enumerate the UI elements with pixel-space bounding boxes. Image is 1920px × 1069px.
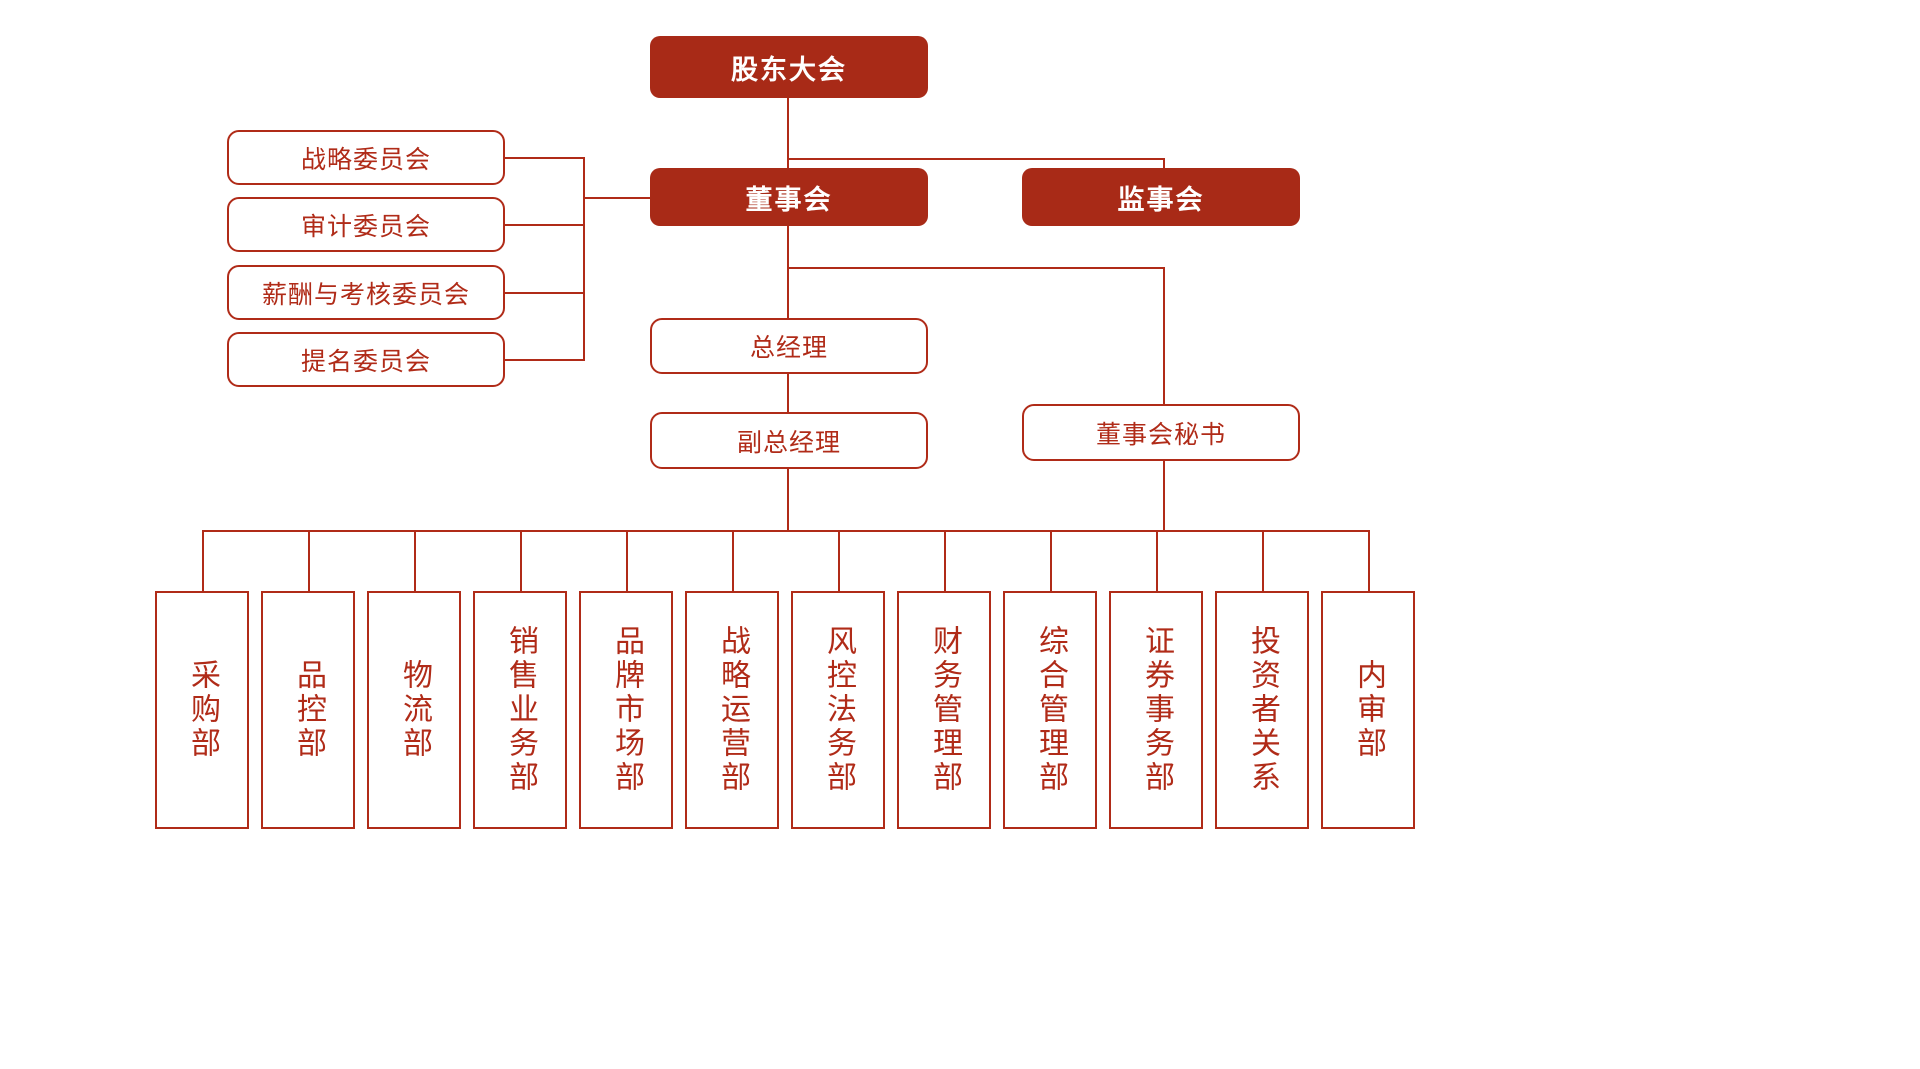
department-label-7: 风控法务部 <box>822 625 855 795</box>
department-label-5: 品牌市场部 <box>610 625 643 795</box>
department-label-6: 战略运营部 <box>716 625 749 795</box>
edge-department-drop-9 <box>1050 530 1052 592</box>
edge-department-drop-8 <box>944 530 946 592</box>
edge-shareholders-split <box>787 158 1165 160</box>
department-box-4[interactable]: 销售业务部 <box>473 591 567 829</box>
department-label-2: 品控部 <box>292 659 325 761</box>
node-supervisors-label: 监事会 <box>1117 184 1205 215</box>
edge-board-down <box>787 226 789 318</box>
edge-board-to-secretary <box>787 267 1165 269</box>
node-deputy-general-manager-label: 副总经理 <box>736 428 841 457</box>
node-board-secretary-label: 董事会秘书 <box>1095 420 1226 449</box>
edge-gm-to-dgm <box>787 374 789 412</box>
edge-committee-stub-3 <box>504 292 585 294</box>
department-box-2[interactable]: 品控部 <box>261 591 355 829</box>
edge-committee-spine <box>583 157 585 360</box>
department-label-4: 销售业务部 <box>504 625 537 795</box>
department-box-12[interactable]: 内审部 <box>1321 591 1415 829</box>
edge-department-drop-4 <box>520 530 522 592</box>
node-committee-nomination[interactable]: 提名委员会 <box>227 332 505 387</box>
edge-department-drop-5 <box>626 530 628 592</box>
node-shareholders-meeting[interactable]: 股东大会 <box>650 36 928 98</box>
edge-secretary-down <box>1163 267 1165 407</box>
edge-dgm-down <box>787 469 789 531</box>
edge-department-drop-7 <box>838 530 840 592</box>
committee-label-1: 战略委员会 <box>300 145 431 174</box>
node-committee-audit[interactable]: 审计委员会 <box>227 197 505 252</box>
department-label-10: 证券事务部 <box>1140 625 1173 795</box>
department-box-9[interactable]: 综合管理部 <box>1003 591 1097 829</box>
node-general-manager-label: 总经理 <box>749 334 828 362</box>
edge-department-drop-3 <box>414 530 416 592</box>
department-label-8: 财务管理部 <box>928 625 961 795</box>
department-box-11[interactable]: 投资者关系 <box>1215 591 1309 829</box>
edge-department-bus <box>202 530 1370 532</box>
edge-committee-stub-2 <box>504 224 585 226</box>
node-shareholders-label: 股东大会 <box>731 54 847 85</box>
node-board-label: 董事会 <box>745 184 833 215</box>
department-box-5[interactable]: 品牌市场部 <box>579 591 673 829</box>
edge-to-supervisors <box>1163 158 1165 172</box>
edge-to-board <box>787 158 789 172</box>
department-box-1[interactable]: 采购部 <box>155 591 249 829</box>
node-board-of-directors[interactable]: 董事会 <box>650 168 928 226</box>
department-box-7[interactable]: 风控法务部 <box>791 591 885 829</box>
edge-department-drop-6 <box>732 530 734 592</box>
edge-secretary-to-bus <box>1163 461 1165 531</box>
node-deputy-general-manager[interactable]: 副总经理 <box>650 412 928 469</box>
edge-department-drop-12 <box>1368 530 1370 592</box>
department-label-3: 物流部 <box>398 659 431 761</box>
node-committee-strategy[interactable]: 战略委员会 <box>227 130 505 185</box>
department-label-9: 综合管理部 <box>1034 625 1067 795</box>
edge-committee-stub-4 <box>504 359 585 361</box>
edge-committee-to-board <box>583 197 651 199</box>
edge-department-drop-10 <box>1156 530 1158 592</box>
edge-department-drop-11 <box>1262 530 1264 592</box>
department-box-6[interactable]: 战略运营部 <box>685 591 779 829</box>
node-board-secretary[interactable]: 董事会秘书 <box>1022 404 1300 461</box>
department-box-8[interactable]: 财务管理部 <box>897 591 991 829</box>
edge-department-drop-2 <box>308 530 310 592</box>
department-box-10[interactable]: 证券事务部 <box>1109 591 1203 829</box>
committee-label-4: 提名委员会 <box>300 347 431 376</box>
edge-committee-stub-1 <box>504 157 585 159</box>
department-box-3[interactable]: 物流部 <box>367 591 461 829</box>
department-label-12: 内审部 <box>1352 659 1385 761</box>
node-board-of-supervisors[interactable]: 监事会 <box>1022 168 1300 226</box>
committee-label-3: 薪酬与考核委员会 <box>261 280 470 309</box>
department-label-11: 投资者关系 <box>1246 625 1279 795</box>
edge-shareholders-down <box>787 98 789 160</box>
node-committee-compensation[interactable]: 薪酬与考核委员会 <box>227 265 505 320</box>
node-general-manager[interactable]: 总经理 <box>650 318 928 374</box>
edge-department-drop-1 <box>202 530 204 592</box>
committee-label-2: 审计委员会 <box>300 212 431 241</box>
department-label-1: 采购部 <box>186 659 219 761</box>
